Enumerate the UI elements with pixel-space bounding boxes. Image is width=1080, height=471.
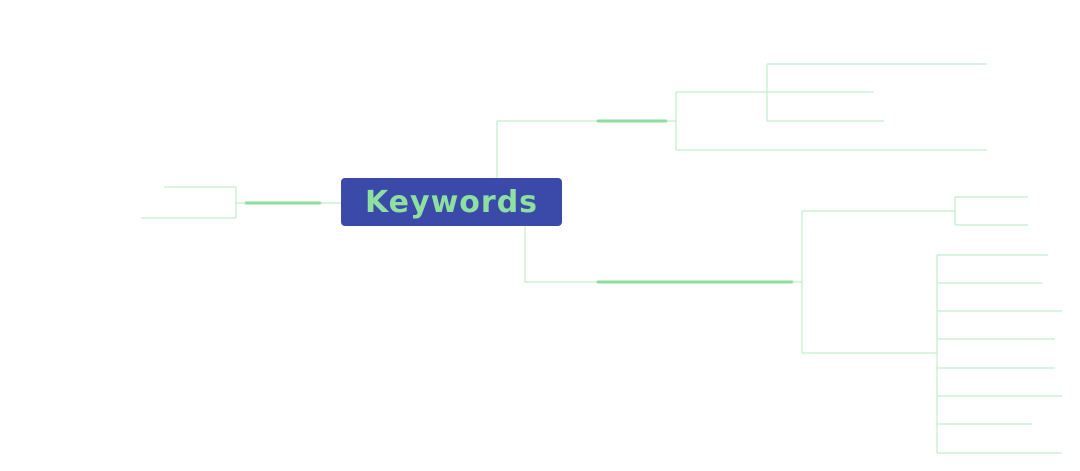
central-topic-label: Keywords: [364, 184, 539, 220]
lower-right-connector: [524, 226, 598, 283]
upper-right-connector: [496, 120, 598, 178]
lower-right-branch[interactable]: [524, 196, 1062, 454]
upper-right-branch[interactable]: [496, 63, 987, 178]
central-topic-node[interactable]: Keywords: [341, 178, 562, 226]
left-branch[interactable]: [141, 186, 341, 219]
